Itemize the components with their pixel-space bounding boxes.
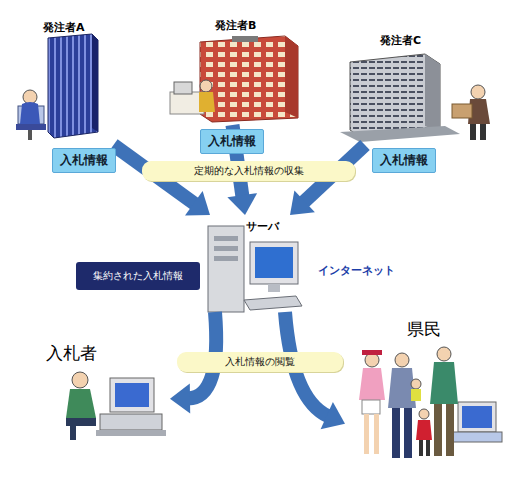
arrow-head	[290, 190, 315, 215]
orderer-c-figure-part	[480, 124, 486, 140]
orderer-a-figure-part	[28, 130, 32, 140]
citizens-figure-part	[374, 414, 379, 454]
edge-label: 入札情報	[372, 148, 436, 173]
arrow-head	[227, 193, 257, 215]
orderer-b-figure-part	[170, 92, 204, 114]
citizens-figure-part	[419, 409, 429, 419]
bidder-figure-part	[66, 418, 96, 426]
citizens-figure-part	[458, 402, 496, 432]
server-figure-part	[244, 296, 302, 310]
orderer-a-figure-part	[23, 90, 37, 104]
server-figure: サーバ	[200, 215, 300, 312]
bidder-figure-part	[66, 389, 96, 418]
orderer-figure: 発注者B	[160, 18, 305, 125]
box-text: 入札情報の閲覧	[219, 352, 301, 372]
orderer-b-figure-part	[232, 36, 258, 42]
orderer-b-figure-part	[285, 36, 298, 118]
citizens-figure	[359, 347, 502, 458]
bidder-figure-part	[72, 372, 88, 388]
citizens-figure-part	[388, 368, 416, 408]
server-figure-part	[268, 284, 280, 292]
server-figure-part	[208, 226, 244, 312]
server-figure-part	[250, 242, 298, 284]
orderer-a-figure-part	[16, 124, 46, 130]
citizens-figure-part	[426, 440, 430, 456]
orderer-b-figure	[170, 36, 298, 122]
citizens-figure-part	[364, 414, 369, 454]
orderer-c-figure-part	[470, 124, 476, 140]
orderer-b-figure-part	[200, 80, 212, 92]
orderer-b-figure-part	[200, 36, 298, 122]
arrow-head	[185, 191, 210, 215]
server-figure	[208, 226, 302, 312]
orderer-figure: 発注者A	[10, 20, 125, 145]
network-label: インターネット	[318, 263, 395, 278]
box-text: 定期的な入札情報の収集	[188, 161, 310, 181]
figure-caption: サーバ	[246, 219, 279, 234]
orderer-b-figure-part	[174, 82, 192, 94]
citizens-figure-part	[419, 440, 423, 456]
server-figure-part	[214, 256, 238, 261]
box-text: 集約された入札情報	[87, 262, 189, 290]
figure-caption: 入札者	[46, 342, 97, 365]
figure-caption: 県民	[407, 318, 441, 341]
orderer-c-figure-part	[471, 85, 485, 99]
citizens-figure-part	[462, 406, 492, 428]
orderer-c-figure-part	[340, 126, 460, 142]
citizens-figure-part	[362, 400, 380, 414]
orderer-a-figure-part	[92, 34, 98, 132]
info-box: 集約された入札情報	[76, 262, 200, 290]
citizens-figure-part	[392, 408, 400, 458]
orderer-a-figure	[16, 34, 98, 140]
server-figure-part	[214, 246, 238, 251]
citizens-figure-part	[452, 432, 502, 442]
orderer-c-figure	[340, 54, 490, 142]
figure-caption: 発注者A	[43, 20, 85, 35]
citizens-figure-part	[359, 368, 385, 400]
citizens-figure-part	[411, 379, 421, 389]
citizens-figure: 県民	[345, 318, 505, 465]
orderer-c-figure-part	[350, 54, 440, 138]
info-band: 入札情報の閲覧	[177, 352, 343, 372]
citizens-figure-part	[362, 350, 382, 355]
orderer-c-figure-part	[452, 104, 472, 118]
citizens-figure-part	[411, 389, 421, 401]
edge-label: 入札情報	[200, 129, 264, 154]
bidder-figure	[66, 372, 166, 440]
orderer-c-figure-part	[425, 54, 440, 132]
citizens-figure-part	[416, 420, 432, 440]
citizens-figure-part	[395, 353, 409, 367]
bidder-figure: 入札者	[40, 342, 170, 445]
info-band: 定期的な入札情報の収集	[142, 161, 355, 181]
server-figure-part	[255, 247, 293, 278]
citizens-figure-part	[437, 347, 451, 361]
citizens-figure-part	[430, 362, 458, 404]
orderer-b-figure-part	[199, 92, 215, 112]
bidder-figure-part	[115, 383, 149, 407]
citizens-figure-part	[446, 404, 454, 456]
arrow-head	[170, 383, 190, 413]
edge-label: 入札情報	[52, 148, 116, 173]
bidder-figure-part	[70, 426, 76, 440]
figure-caption: 発注者C	[380, 33, 421, 48]
bidder-figure-part	[110, 378, 154, 412]
server-figure-part	[214, 236, 238, 241]
orderer-a-figure-part	[48, 34, 98, 138]
arrow-head	[321, 402, 345, 429]
orderer-a-figure-part	[20, 102, 40, 124]
bidder-figure-part	[96, 430, 166, 436]
bidder-figure-part	[100, 414, 162, 430]
citizens-figure-part	[365, 353, 379, 367]
figure-caption: 発注者B	[215, 18, 256, 33]
orderer-figure: 発注者C	[330, 33, 505, 145]
citizens-figure-part	[404, 408, 412, 458]
citizens-figure-part	[434, 404, 442, 456]
